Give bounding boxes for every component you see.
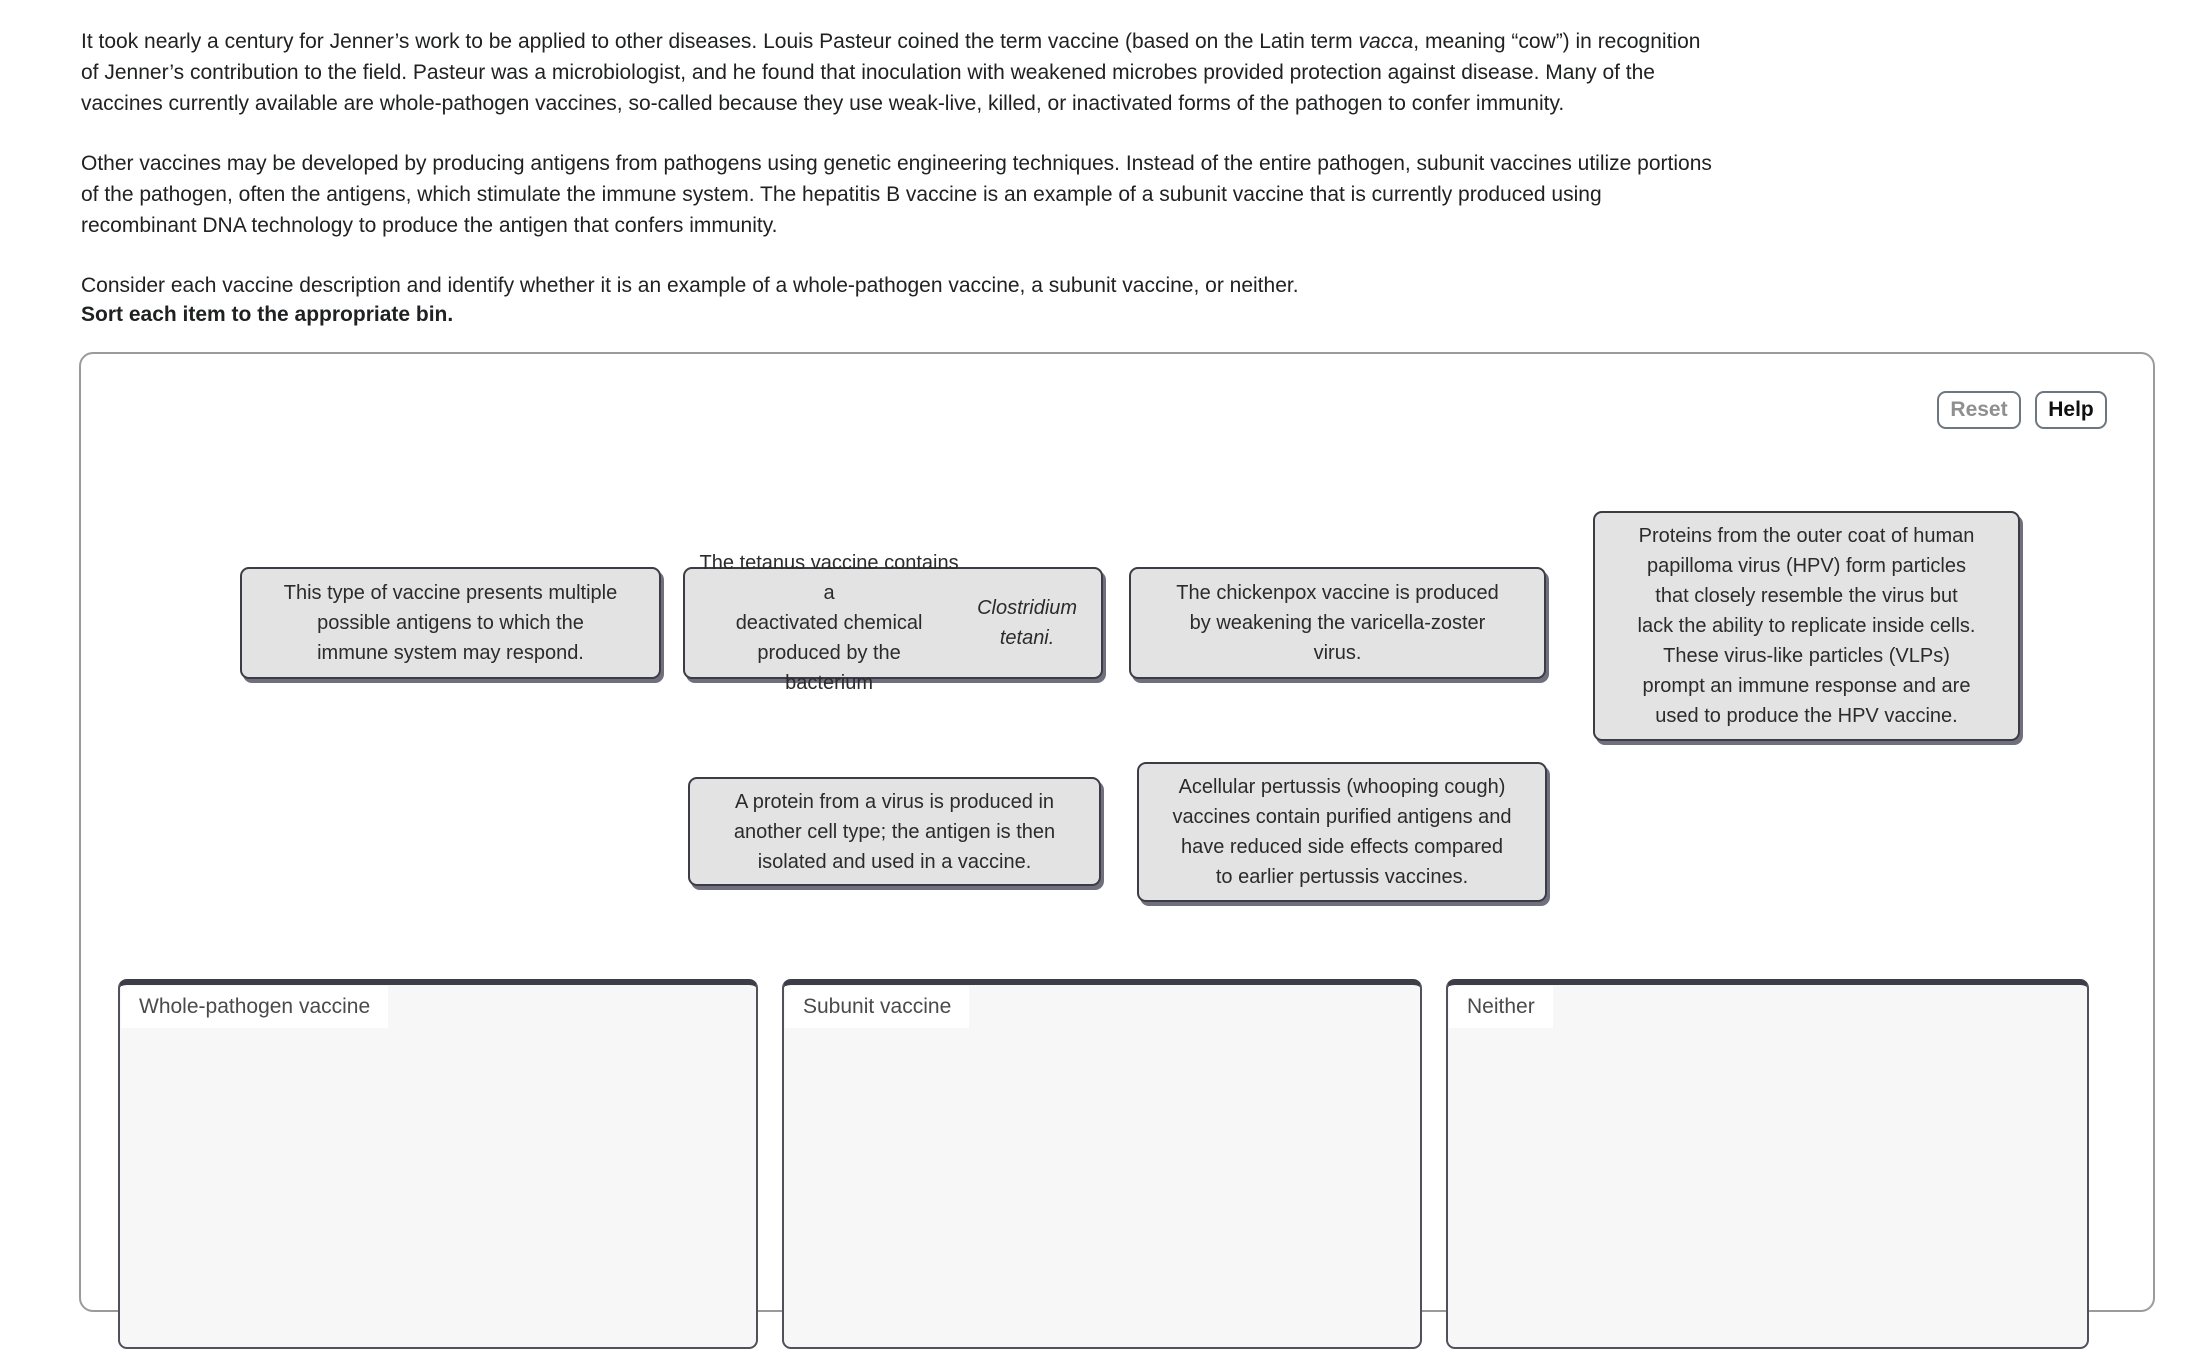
- drag-item-protein-isolated[interactable]: A protein from a virus is produced in an…: [688, 777, 1101, 886]
- drag-item-pertussis[interactable]: Acellular pertussis (whooping cough) vac…: [1137, 762, 1547, 902]
- help-button[interactable]: Help: [2035, 391, 2107, 429]
- bin-label: Whole-pathogen vaccine: [121, 986, 389, 1028]
- bin-whole-pathogen-vaccine[interactable]: Whole-pathogen vaccine: [118, 979, 758, 1349]
- bin-neither[interactable]: Neither: [1446, 979, 2089, 1349]
- bin-label: Subunit vaccine: [785, 986, 970, 1028]
- drag-item-tetanus[interactable]: The tetanus vaccine contains a deactivat…: [683, 552, 1103, 694]
- intro-paragraph-2: Other vaccines may be developed by produ…: [81, 152, 1712, 237]
- bin-label: Neither: [1449, 986, 1553, 1028]
- drag-item-hpv-vlp[interactable]: Proteins from the outer coat of human pa…: [1593, 511, 2020, 741]
- reset-button[interactable]: Reset: [1937, 391, 2021, 429]
- intro-paragraph-3: Consider each vaccine description and id…: [81, 274, 1299, 297]
- drag-item-chickenpox[interactable]: The chickenpox vaccine is produced by we…: [1129, 567, 1546, 679]
- bin-subunit-vaccine[interactable]: Subunit vaccine: [782, 979, 1422, 1349]
- sort-instruction: Sort each item to the appropriate bin.: [81, 303, 454, 326]
- drag-item-multiple-antigens[interactable]: This type of vaccine presents multiple p…: [240, 567, 661, 679]
- intro-paragraph-1: It took nearly a century for Jenner’s wo…: [81, 30, 1701, 115]
